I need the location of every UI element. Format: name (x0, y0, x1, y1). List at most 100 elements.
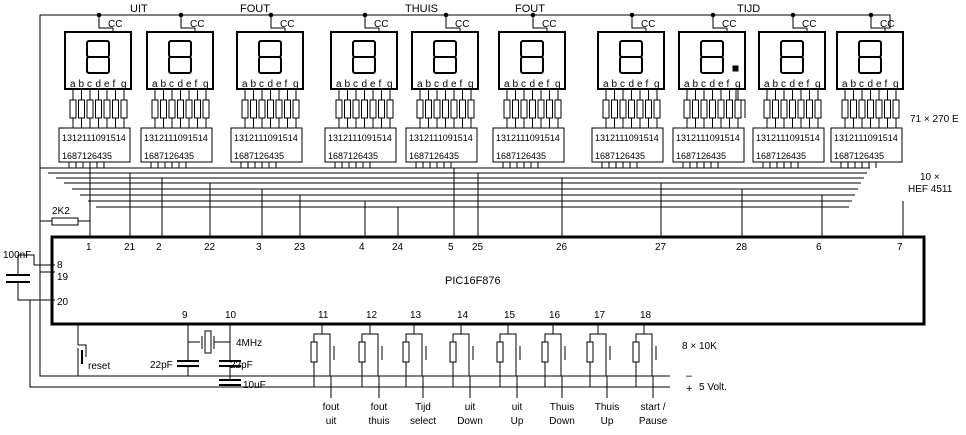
cc-wire (180, 15, 195, 29)
button-wire (553, 333, 562, 343)
cc-wire (870, 15, 885, 29)
segment-letter: b (513, 79, 519, 90)
cc-label: CC (641, 19, 655, 30)
segment-letter: d (268, 79, 274, 90)
bcd-bus-lines (40, 167, 904, 237)
mcu-pin-label: 22 (204, 242, 216, 253)
segment-letter: b (79, 79, 85, 90)
button-label: Down (457, 416, 483, 427)
mcu-pin-19: 19 (57, 272, 69, 283)
cc-label: CC (455, 19, 469, 30)
segment-letter: g (815, 79, 821, 90)
segment-letter: d (790, 79, 796, 90)
button-label: select (410, 416, 436, 427)
button-wire (461, 333, 470, 343)
osc-cap-right-label: 22pF (230, 360, 253, 371)
resistor (892, 99, 900, 119)
segment-letter: d (178, 79, 184, 90)
resistor (619, 99, 627, 119)
cc-label: CC (802, 19, 816, 30)
resistor (292, 99, 300, 119)
resistor (628, 99, 635, 119)
pullup-resistor (496, 341, 504, 363)
resistor (369, 99, 377, 119)
decoder-bottom-pins: 1687126435 (595, 151, 645, 161)
resistor (177, 99, 184, 119)
resistor (806, 99, 813, 119)
junction-dot (443, 12, 449, 18)
segment-letter: b (426, 79, 432, 90)
digit-upper (858, 40, 882, 58)
junction-dot (710, 12, 716, 18)
decimal-point (732, 65, 739, 72)
button-wire (544, 324, 554, 342)
segment-letter: g (121, 79, 127, 90)
digit-lower (700, 56, 724, 74)
mcu-pin-label: 24 (392, 242, 404, 253)
resistor (416, 99, 424, 119)
mcu-pin-label: 4 (359, 242, 365, 253)
resistor (160, 99, 167, 119)
mcu-pin-label: 1 (86, 242, 92, 253)
segment-letter: a (336, 79, 342, 90)
decoder-ic (58, 127, 131, 163)
decoder-count-label: 10 × (920, 172, 940, 183)
digit-lower (520, 56, 544, 74)
pullup-resistor (310, 341, 318, 363)
pullup-label: 8 × 10K (682, 341, 717, 352)
resistor (653, 99, 661, 119)
button-wire (313, 324, 323, 342)
decoder-top-pins: 1312111091514 (834, 133, 898, 143)
segment-letter: e (637, 79, 643, 90)
button-label: fout (371, 402, 388, 413)
resistor (717, 99, 725, 119)
decoder-bottom-pins: 1687126435 (62, 151, 112, 161)
decoder-top-pins: 1312111091514 (756, 133, 820, 143)
button-wire (414, 333, 423, 343)
mcu-pin-label: 5 (448, 242, 454, 253)
segment-letter: b (773, 79, 779, 90)
digit-upper (780, 40, 804, 58)
resistor (645, 99, 652, 119)
mcu-pin-label: 15 (504, 310, 516, 321)
button-label: Pause (639, 416, 668, 427)
reset-resistor-label: 2K2 (52, 206, 70, 217)
digit-lower (258, 56, 282, 74)
resistor (194, 99, 201, 119)
decoder-top-pins: 1312111091514 (676, 133, 740, 143)
junction-dot (790, 12, 796, 18)
segment-letter: f (885, 79, 888, 90)
segment-letter: g (654, 79, 660, 90)
segment-letter: e (451, 79, 457, 90)
resistor (120, 99, 128, 119)
decoder-ic (752, 127, 825, 163)
segment-letter: f (113, 79, 116, 90)
mcu-pin-label: 27 (655, 242, 667, 253)
cc-label: CC (108, 19, 122, 30)
decoder-bottom-pins: 1687126435 (328, 151, 378, 161)
segment-letter: b (251, 79, 257, 90)
resistor (537, 99, 545, 119)
resistor (554, 99, 562, 119)
segment-letter: b (345, 79, 351, 90)
resistor (636, 99, 644, 119)
segment-letter: c (169, 79, 174, 90)
resistor (683, 99, 691, 119)
resistor (726, 99, 733, 119)
button-wire (589, 324, 599, 342)
group-label-tijd: TIJD (737, 3, 760, 15)
group-label-fout-1: FOUT (240, 3, 270, 15)
digit-upper (700, 40, 724, 58)
segment-letter: a (70, 79, 76, 90)
decoder-top-pins: 1312111091514 (62, 133, 126, 143)
decoder-part-label: HEF 4511 (908, 184, 953, 195)
resistor (168, 99, 176, 119)
resistor (86, 99, 94, 119)
reset-resistor (51, 217, 79, 226)
resistor (241, 99, 249, 119)
mcu-pin-label: 18 (640, 310, 652, 321)
decoder-bottom-pins: 1687126435 (234, 151, 284, 161)
